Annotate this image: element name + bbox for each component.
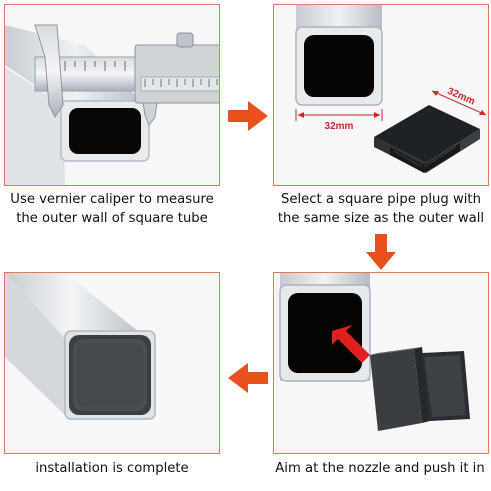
dimension-label-tube: 32mm [325,121,354,132]
tube-opening [69,108,141,154]
orange-arrow-icon [228,363,268,393]
step-4-panel [273,272,489,454]
caliper-moving-jaw [142,102,158,127]
step-4-caption: Aim at the nozzle and push it in [275,461,485,476]
dimension-line-plug [431,90,487,116]
step-2-panel: 32mm 32mm [273,4,489,186]
push-plug-illustration [274,273,488,453]
step-1-caption-line1: Use vernier caliper to measure [10,192,214,207]
caliper-measuring-illustration [5,5,219,185]
caliper-fixed-jaw [34,24,64,118]
step-3-caption: installation is complete [35,461,189,476]
red-arrow-icon [332,325,370,363]
tube-opening [304,35,374,97]
orange-arrow-icon [228,101,268,131]
step-2-caption-line2: the same size as the outer wall [277,211,485,226]
plug-selection-illustration: 32mm 32mm [274,5,488,185]
tube-body [5,273,153,343]
square-pipe-plug [370,349,422,431]
installed-plug-illustration [5,273,219,453]
tube-opening [288,293,362,373]
caliper-slider [134,44,219,104]
step-1-caption-line2: the outer wall of square tube [16,211,208,226]
step-1-panel [4,4,220,186]
square-pipe-plug [374,105,480,163]
step-2-caption-line1: Select a square pipe plug with [281,192,481,207]
step-3-panel [4,272,220,454]
orange-arrow-icon [366,234,396,270]
